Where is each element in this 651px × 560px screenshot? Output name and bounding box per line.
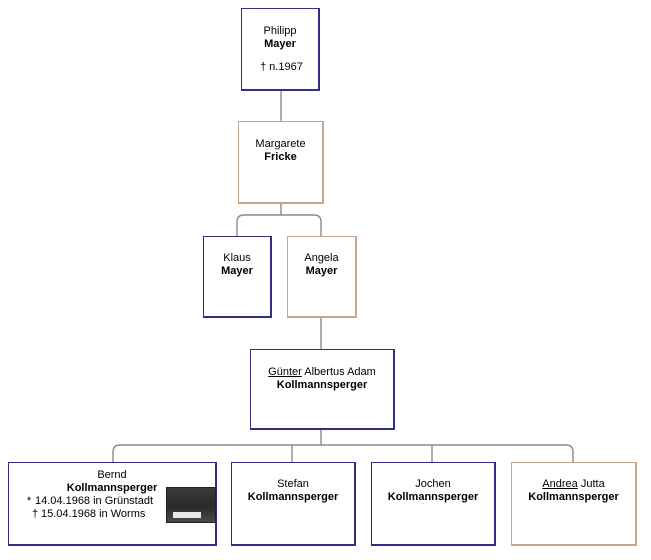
death-icon: †: [260, 61, 267, 73]
call-name: Günter: [268, 366, 302, 378]
birth-date: * 14.04.1968 in Grünstadt: [23, 495, 215, 508]
person-card-angela-mayer[interactable]: Angela Mayer: [287, 236, 357, 318]
last-name: Kollmannsperger: [387, 491, 479, 503]
first-name: Jochen: [415, 478, 451, 490]
last-name: Mayer: [305, 265, 338, 277]
first-name: Klaus: [223, 252, 251, 264]
first-name: Margarete: [255, 138, 306, 150]
first-names: Andrea Jutta: [512, 478, 635, 491]
person-card-bernd-kollmannsperger[interactable]: Bernd Kollmannsperger * 14.04.1968 in Gr…: [8, 462, 217, 546]
person-card-andrea-kollmannsperger[interactable]: Andrea Jutta Kollmannsperger: [511, 462, 637, 546]
person-card-gunter-kollmannsperger[interactable]: Günter Albertus Adam Kollmannsperger: [250, 349, 395, 430]
other-names: Jutta: [580, 478, 605, 490]
first-names: Günter Albertus Adam: [251, 366, 393, 379]
person-card-klaus-mayer[interactable]: Klaus Mayer: [203, 236, 272, 318]
last-name: Kollmannsperger: [528, 491, 619, 503]
last-name: Mayer: [221, 265, 253, 277]
first-name: Stefan: [277, 478, 309, 490]
last-name: Kollmannsperger: [66, 482, 158, 494]
last-name: Fricke: [264, 151, 297, 163]
other-names: Albertus Adam: [304, 366, 376, 378]
first-name: Philipp: [263, 25, 297, 37]
death-date: † 15.04.1968 in Worms: [29, 508, 215, 521]
person-card-margarete-fricke[interactable]: Margarete Fricke: [238, 121, 324, 204]
person-card-philipp-mayer[interactable]: Philipp Mayer † n.1967: [241, 8, 320, 91]
last-name: Kollmannsperger: [247, 491, 339, 503]
first-name: Bernd: [97, 469, 127, 481]
death-date: † n.1967: [242, 61, 318, 74]
birth-icon: *: [26, 495, 32, 507]
death-icon: †: [31, 508, 39, 520]
person-photo[interactable]: [166, 487, 216, 523]
person-card-jochen-kollmannsperger[interactable]: Jochen Kollmannsperger: [371, 462, 496, 546]
last-name: Mayer: [264, 38, 296, 50]
last-name: Kollmannsperger: [276, 379, 368, 391]
call-name: Andrea: [542, 478, 578, 490]
first-name: Angela: [304, 252, 339, 264]
person-card-stefan-kollmannsperger[interactable]: Stefan Kollmannsperger: [231, 462, 356, 546]
